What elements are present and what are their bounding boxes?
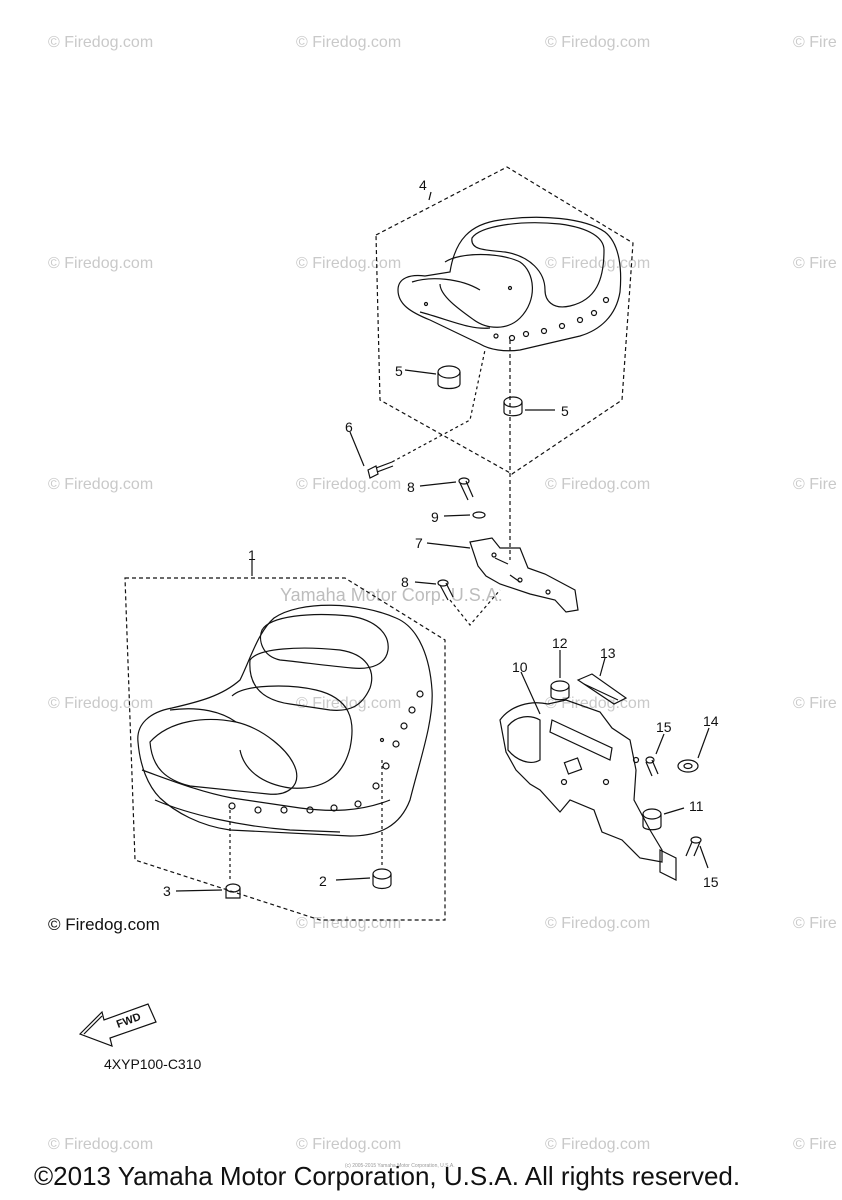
damper-11 [642,808,662,831]
ghost-watermark: Yamaha Motor Corp. U.S.A. [280,585,503,605]
callout-5: 5 [395,363,403,379]
watermark: © Firedog.com [296,915,402,932]
watermark: © Firedog.com [296,1136,402,1153]
damper-12 [550,680,570,701]
callout-10: 10 [512,659,528,675]
callout-5: 5 [561,403,569,419]
front-seat-group-outline [124,577,446,921]
watermark: © Fire [793,34,837,51]
watermark: © Fire [793,695,837,712]
callout-15: 15 [703,874,719,890]
callout-7: 7 [415,535,423,551]
callout-3: 3 [163,883,171,899]
callout-6: 6 [345,419,353,435]
callout-14: 14 [703,713,719,729]
watermark: © Fire [793,255,837,272]
nut-3 [225,883,241,899]
copyright-footer: ©2013 Yamaha Motor Corporation, U.S.A. A… [34,1161,741,1191]
watermark: © Firedog.com [545,255,651,272]
watermark: © Firedog.com [48,255,154,272]
rear-seat-damper-right [503,396,523,417]
watermark: © Fire [793,1136,837,1153]
callout-8: 8 [401,574,409,590]
watermark: © Firedog.com [48,695,154,712]
watermark: © Fire [793,915,837,932]
watermark: © Firedog.com [48,1136,154,1153]
callout-11: 11 [689,798,704,814]
seat-bracket-7 [469,537,579,613]
grommet-14 [677,759,699,773]
watermark: © Firedog.com [545,34,651,51]
callout-2: 2 [319,873,327,889]
bolt-15-upper [645,756,659,777]
watermark: © Firedog.com [545,915,651,932]
bolt-6 [367,461,394,479]
bolt-15-lower [685,836,702,857]
callout-15: 15 [656,719,672,735]
rear-seat [397,216,622,352]
part-code: 4XYP100-C310 [104,1056,202,1072]
damper-2 [372,868,392,890]
watermark: © Firedog.com [296,476,402,493]
band-13 [576,673,628,705]
watermark: © Firedog.com [296,695,402,712]
callout-13: 13 [600,645,616,661]
watermark: © Firedog.com [296,34,402,51]
callout-1: 1 [248,547,256,563]
watermark: © Firedog.com [48,34,154,51]
firedog-credit: © Firedog.com [48,915,160,934]
bolt-8-upper [458,477,474,501]
callout-9: 9 [431,509,439,525]
callout-12: 12 [552,635,568,651]
watermark: © Fire [793,476,837,493]
fwd-arrow-icon: FWD [78,1003,157,1047]
rear-seat-damper-left [437,365,461,390]
callout-4: 4 [419,177,427,193]
front-seat [137,604,433,837]
bracket-10 [499,699,677,881]
rear-seat-group-outline [375,166,634,475]
callout-8: 8 [407,479,415,495]
watermark: © Firedog.com [48,476,154,493]
watermark: © Firedog.com [545,476,651,493]
watermark: © Firedog.com [296,255,402,272]
tiny-copyright: (c) 2005-2015 Yamaha Motor Corporation, … [345,1163,455,1169]
bolt-8-lower [437,579,454,601]
washer-9 [472,511,486,519]
watermark: © Firedog.com [545,1136,651,1153]
